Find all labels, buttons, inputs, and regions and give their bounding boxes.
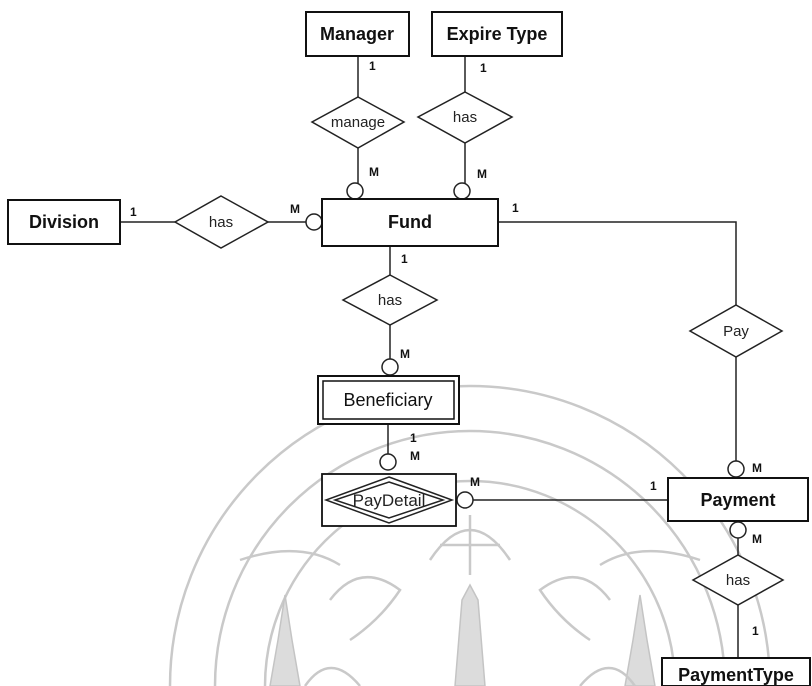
entity-expire-type: Expire Type	[431, 11, 563, 57]
entity-manager-label: Manager	[320, 24, 394, 44]
entity-division: Division	[7, 199, 121, 245]
many-circle-paydetail-right	[456, 491, 474, 509]
edges	[120, 56, 739, 658]
card-has-paymenttype: 1	[752, 624, 759, 638]
relationship-has-expire: has	[416, 91, 514, 144]
watermark-emblem	[168, 384, 772, 686]
relationship-pay: Pay	[688, 304, 784, 358]
relationship-has-payment-type-label: has	[726, 572, 750, 589]
many-circle-division-fund	[305, 213, 323, 231]
relationship-pay-label: Pay	[723, 323, 749, 340]
relationship-pay-detail: PayDetail	[321, 473, 457, 527]
entity-payment-type: PaymentType	[661, 657, 811, 686]
entity-expire-type-label: Expire Type	[447, 24, 548, 44]
entity-fund: Fund	[321, 198, 499, 247]
card-pay-payment-m: M	[752, 461, 762, 475]
card-fund-pay: 1	[512, 201, 519, 215]
card-payment-paydetail: 1	[650, 479, 657, 493]
relationship-has-division: has	[173, 195, 270, 249]
many-circle-manage-fund	[346, 182, 364, 200]
relationship-manage: manage	[310, 96, 406, 149]
relationship-has-beneficiary: has	[341, 274, 439, 326]
card-has-beneficiary-m: M	[400, 347, 410, 361]
entity-manager: Manager	[305, 11, 410, 57]
relationship-has-expire-label: has	[453, 109, 477, 126]
entity-payment: Payment	[667, 477, 809, 522]
card-manager-manage: 1	[369, 59, 376, 73]
many-circle-payment-bottom	[729, 521, 747, 539]
card-has-fund-expire: M	[477, 167, 487, 181]
relationship-manage-label: manage	[331, 114, 385, 131]
entity-payment-label: Payment	[700, 490, 775, 510]
card-payment-has-m: M	[752, 532, 762, 546]
relationship-has-payment-type: has	[691, 554, 785, 606]
relationship-has-beneficiary-label: has	[378, 292, 402, 309]
many-circle-beneficiary	[381, 358, 399, 376]
entity-beneficiary: Beneficiary	[317, 375, 460, 425]
entity-division-label: Division	[29, 212, 99, 232]
card-paydetail-beneficiary-m: M	[410, 449, 420, 463]
many-markers	[305, 182, 747, 539]
card-beneficiary-paydetail: 1	[410, 431, 417, 445]
entity-beneficiary-label: Beneficiary	[343, 390, 432, 410]
card-has-fund-division: M	[290, 202, 300, 216]
cardinality-labels: 1 M 1 M 1 M 1 1 M 1 M M 1 M M 1	[130, 59, 762, 638]
card-division-has: 1	[130, 205, 137, 219]
many-circle-paydetail-top	[379, 453, 397, 471]
edge-fund-pay	[498, 221, 737, 305]
card-fund-has-beneficiary: 1	[401, 252, 408, 266]
card-expire-has: 1	[480, 61, 487, 75]
entity-fund-label: Fund	[388, 212, 432, 232]
card-manage-fund: M	[369, 165, 379, 179]
many-circle-payment-top	[727, 460, 745, 478]
relationship-pay-detail-label: PayDetail	[353, 491, 426, 510]
card-paydetail-payment-m: M	[470, 475, 480, 489]
many-circle-expire-fund	[453, 182, 471, 200]
relationship-has-division-label: has	[209, 214, 233, 231]
entity-payment-type-label: PaymentType	[678, 665, 794, 685]
